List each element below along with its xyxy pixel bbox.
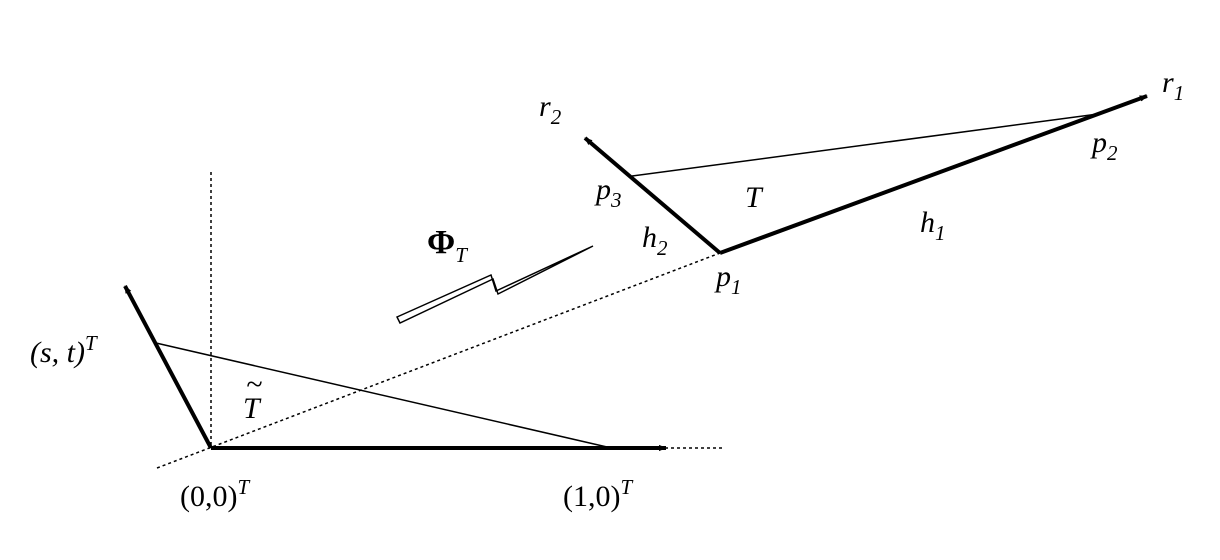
direction-label-r1: r1 — [1162, 66, 1184, 105]
reference-triangle-symbol-tilde: ~ — [246, 368, 262, 401]
edge-label-h2: h2 — [642, 221, 668, 260]
mapping-arrow — [395, 245, 594, 324]
physical-triangle-side-p3-p2 — [631, 113, 1099, 177]
mapping-label: ΦT — [427, 224, 468, 267]
reference-apex-vector-arrow — [123, 285, 213, 449]
direction-label-r2: r2 — [539, 90, 562, 129]
apex-point-label: (s, t)T — [30, 331, 98, 369]
direction-arrow-r2 — [583, 136, 722, 255]
reference-hypotenuse — [155, 342, 608, 448]
dotted-diagonal-line — [156, 252, 721, 469]
physical-triangle-symbol: T — [745, 181, 764, 214]
edge-label-h1: h1 — [920, 206, 946, 245]
reference-triangle-symbol: T — [243, 392, 262, 425]
direction-arrow-r1 — [719, 94, 1148, 255]
vertex-label-p3: p3 — [594, 173, 622, 212]
vertex-label-p2: p2 — [1090, 126, 1118, 165]
unit-point-label: (1,0)T — [563, 475, 633, 513]
vertex-label-p1: p1 — [714, 260, 742, 299]
origin-label: (0,0)T — [180, 475, 250, 513]
